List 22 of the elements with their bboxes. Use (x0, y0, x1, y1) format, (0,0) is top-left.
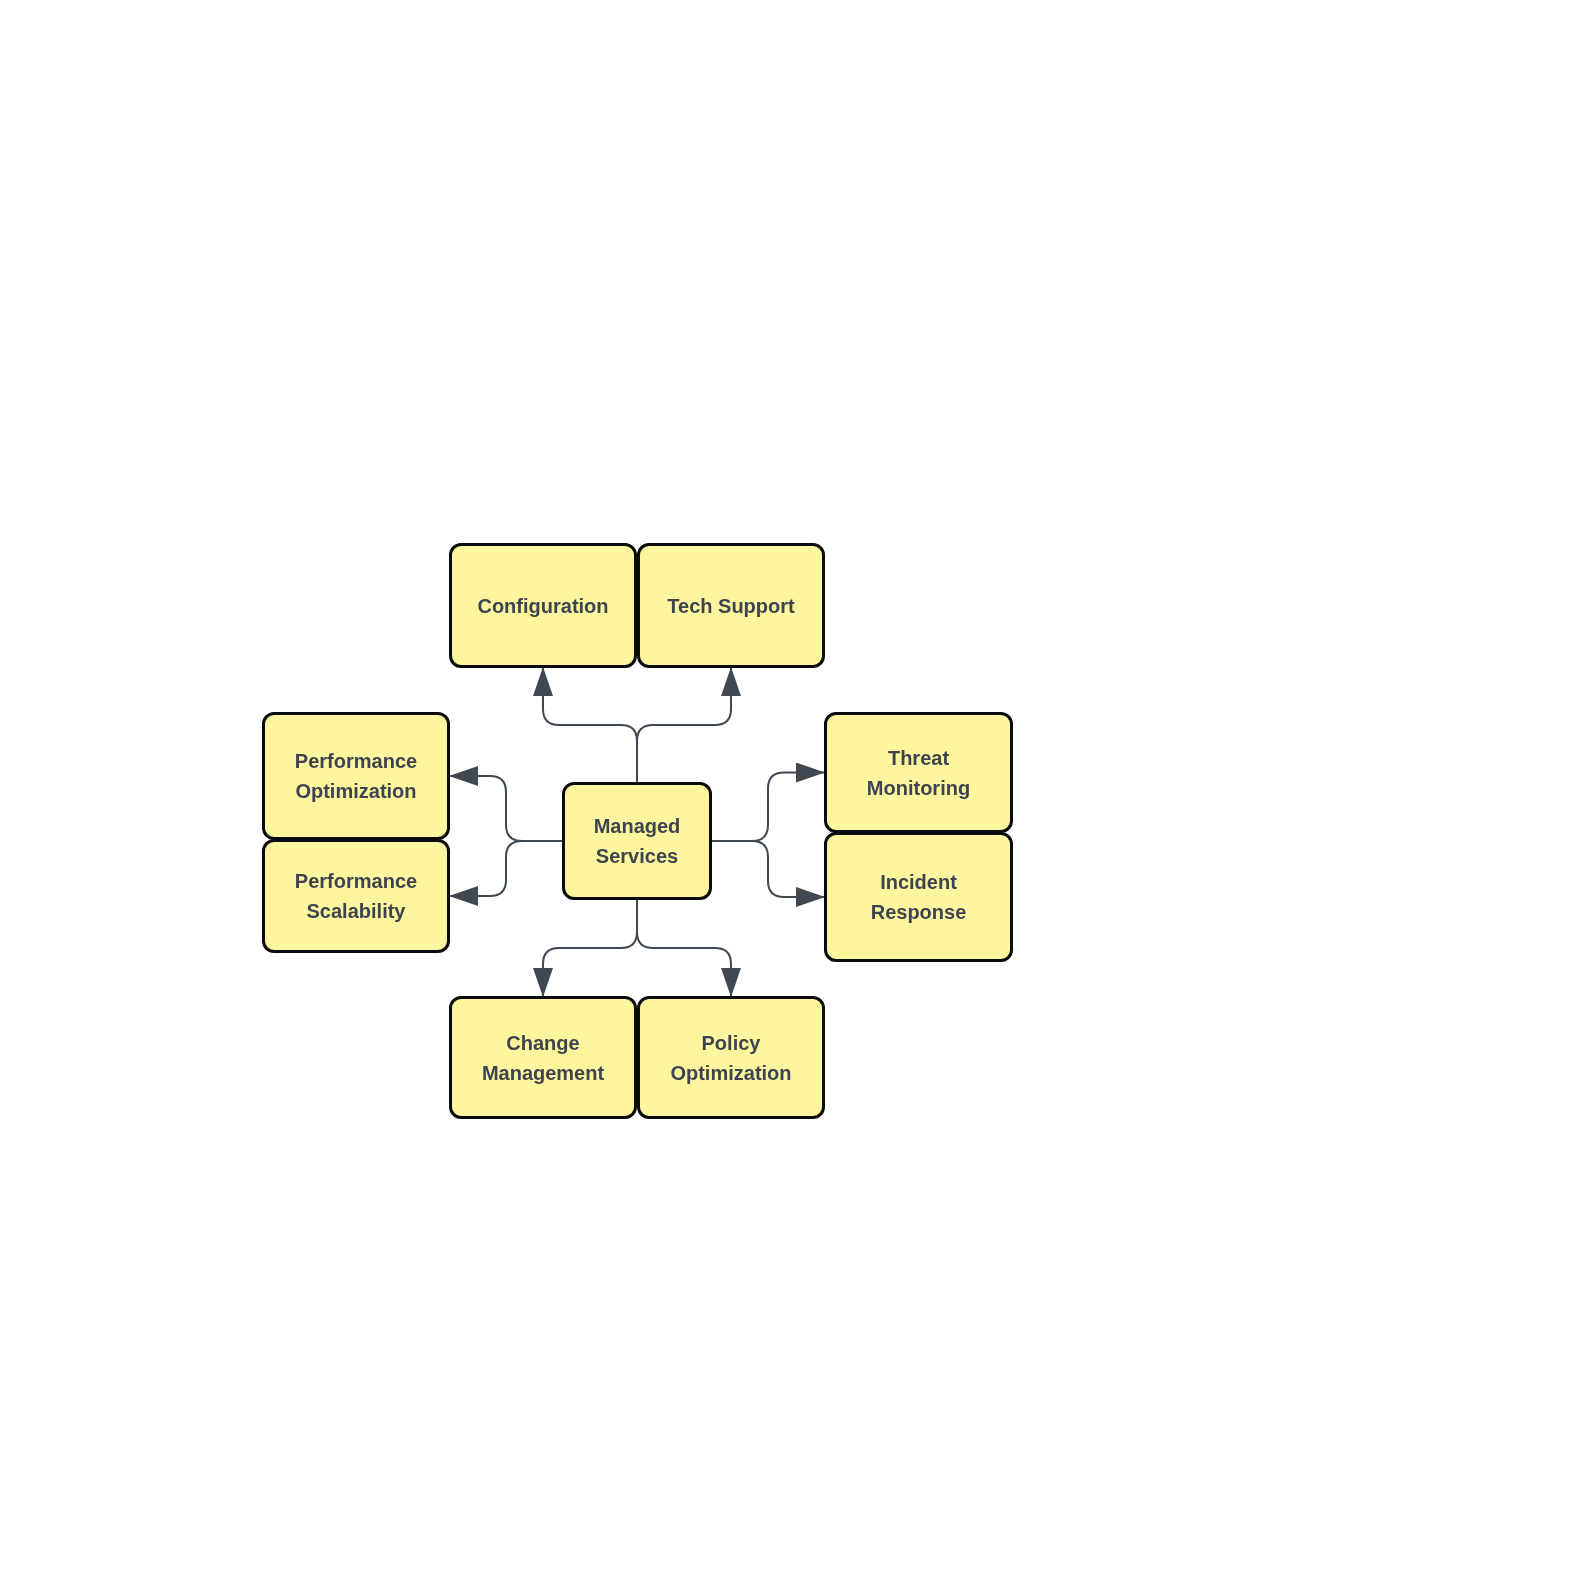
node-label: Change Management (480, 1030, 606, 1086)
node-label: Policy Optimization (669, 1030, 793, 1086)
node-label: Performance Scalability (293, 869, 419, 924)
process-box (449, 543, 637, 668)
process-box (637, 543, 825, 668)
process-box (262, 712, 450, 840)
node-label: Tech Support (667, 593, 795, 619)
node-label: Incident Response (869, 870, 968, 925)
process-box (562, 782, 712, 900)
process-box (262, 839, 450, 953)
arrow (636, 667, 741, 783)
process-box (449, 996, 637, 1119)
process-box (637, 996, 825, 1119)
node-label: Performance Optimization (293, 749, 419, 804)
arrow (449, 840, 563, 906)
arrow (636, 899, 741, 997)
node-label: Configuration (477, 593, 609, 619)
process-box (824, 832, 1013, 962)
arrow (711, 840, 825, 907)
node-label: Managed Services (592, 814, 682, 869)
node-label: Threat Monitoring (865, 745, 972, 801)
process-box (824, 712, 1013, 833)
